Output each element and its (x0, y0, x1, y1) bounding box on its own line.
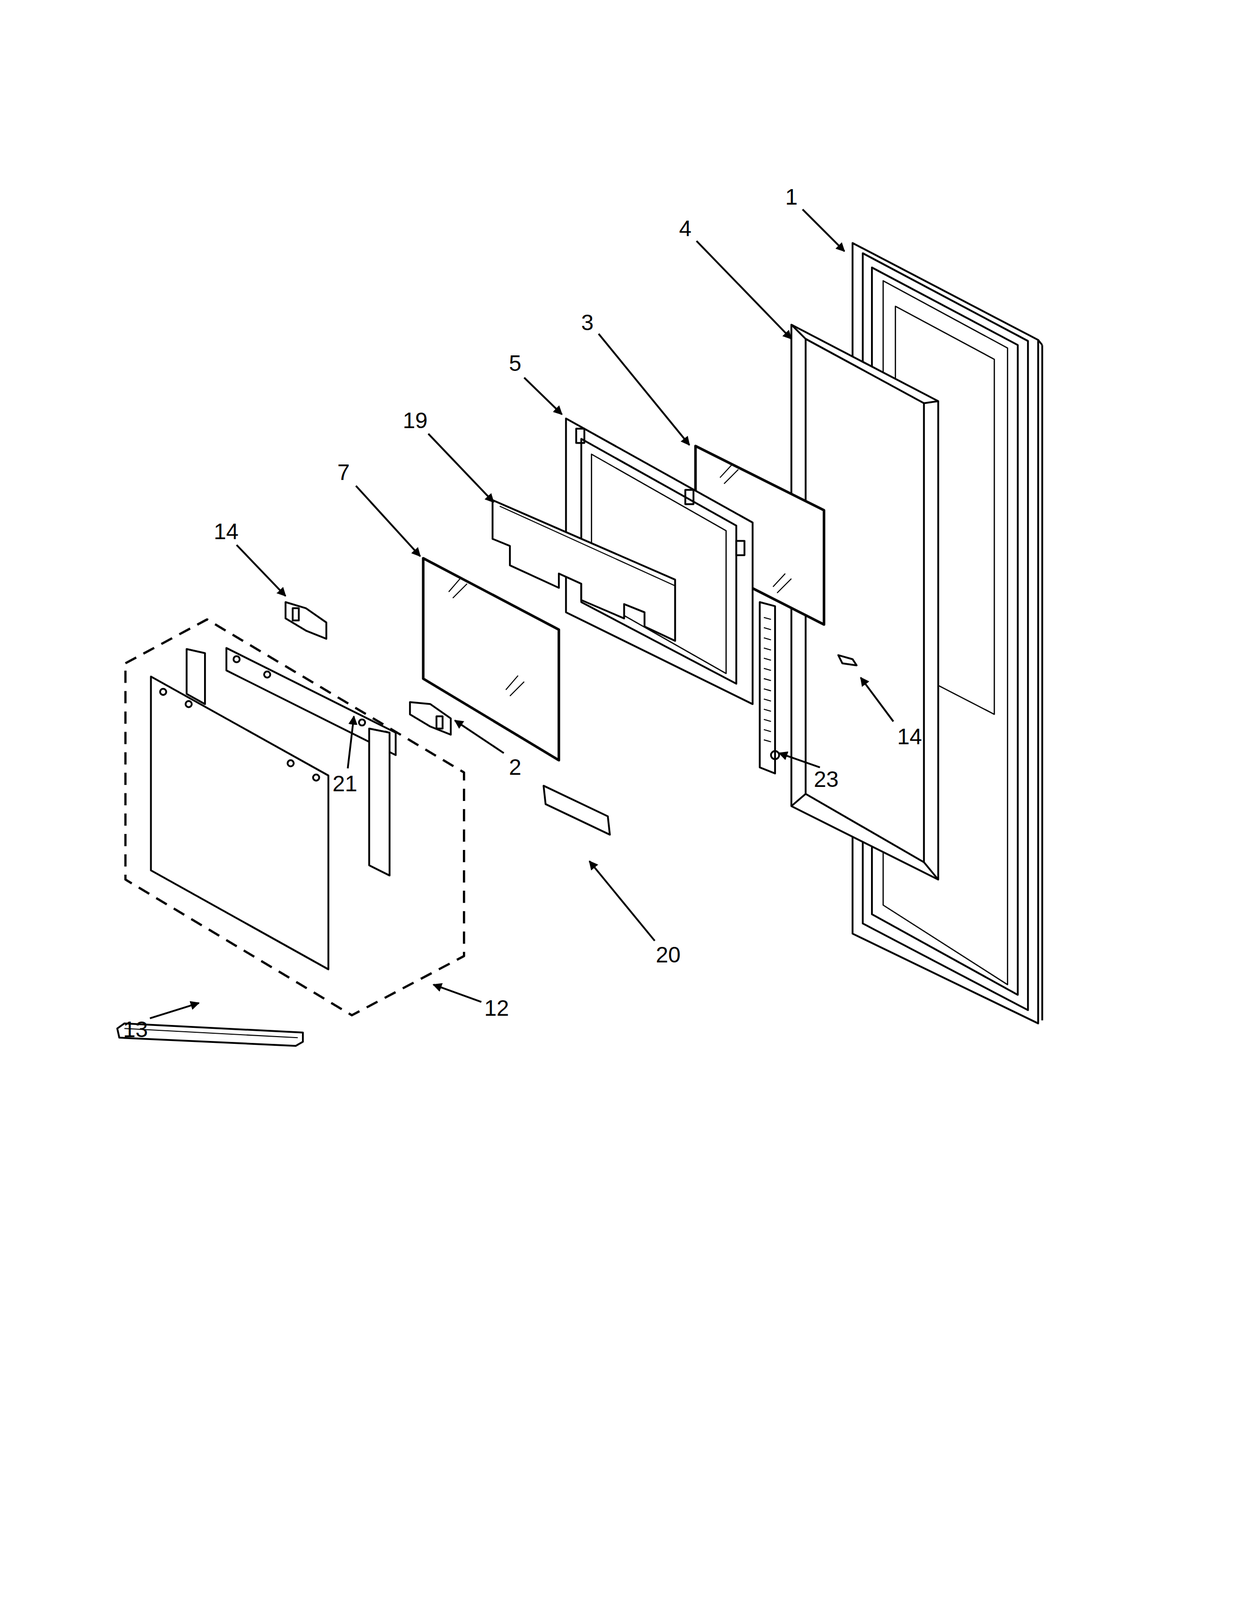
callout-number: 1 (785, 185, 798, 208)
side-strip (369, 728, 390, 876)
callout-number: 7 (337, 460, 350, 484)
side-strip (186, 649, 206, 705)
leader-lines (149, 209, 894, 1018)
callout-number: 3 (581, 311, 594, 334)
small-clip (838, 654, 857, 666)
callout-number: 2 (508, 755, 522, 778)
callout-number: 20 (655, 943, 681, 966)
callout-number: 12 (484, 996, 509, 1019)
assembly-outline (125, 619, 465, 1015)
callout-number: 14 (897, 725, 922, 748)
callout-number: 19 (402, 409, 428, 432)
callout-number: 4 (679, 217, 692, 240)
door-hinge (759, 602, 779, 774)
bracket (410, 701, 451, 735)
callout-number: 13 (123, 1017, 148, 1041)
bracket (285, 602, 327, 639)
door-panel (150, 676, 329, 969)
callout-number: 14 (213, 520, 239, 543)
callout-number: 23 (813, 767, 839, 791)
callout-number: 21 (332, 772, 358, 795)
callout-number: 5 (508, 351, 522, 375)
trim-strip (543, 785, 610, 835)
